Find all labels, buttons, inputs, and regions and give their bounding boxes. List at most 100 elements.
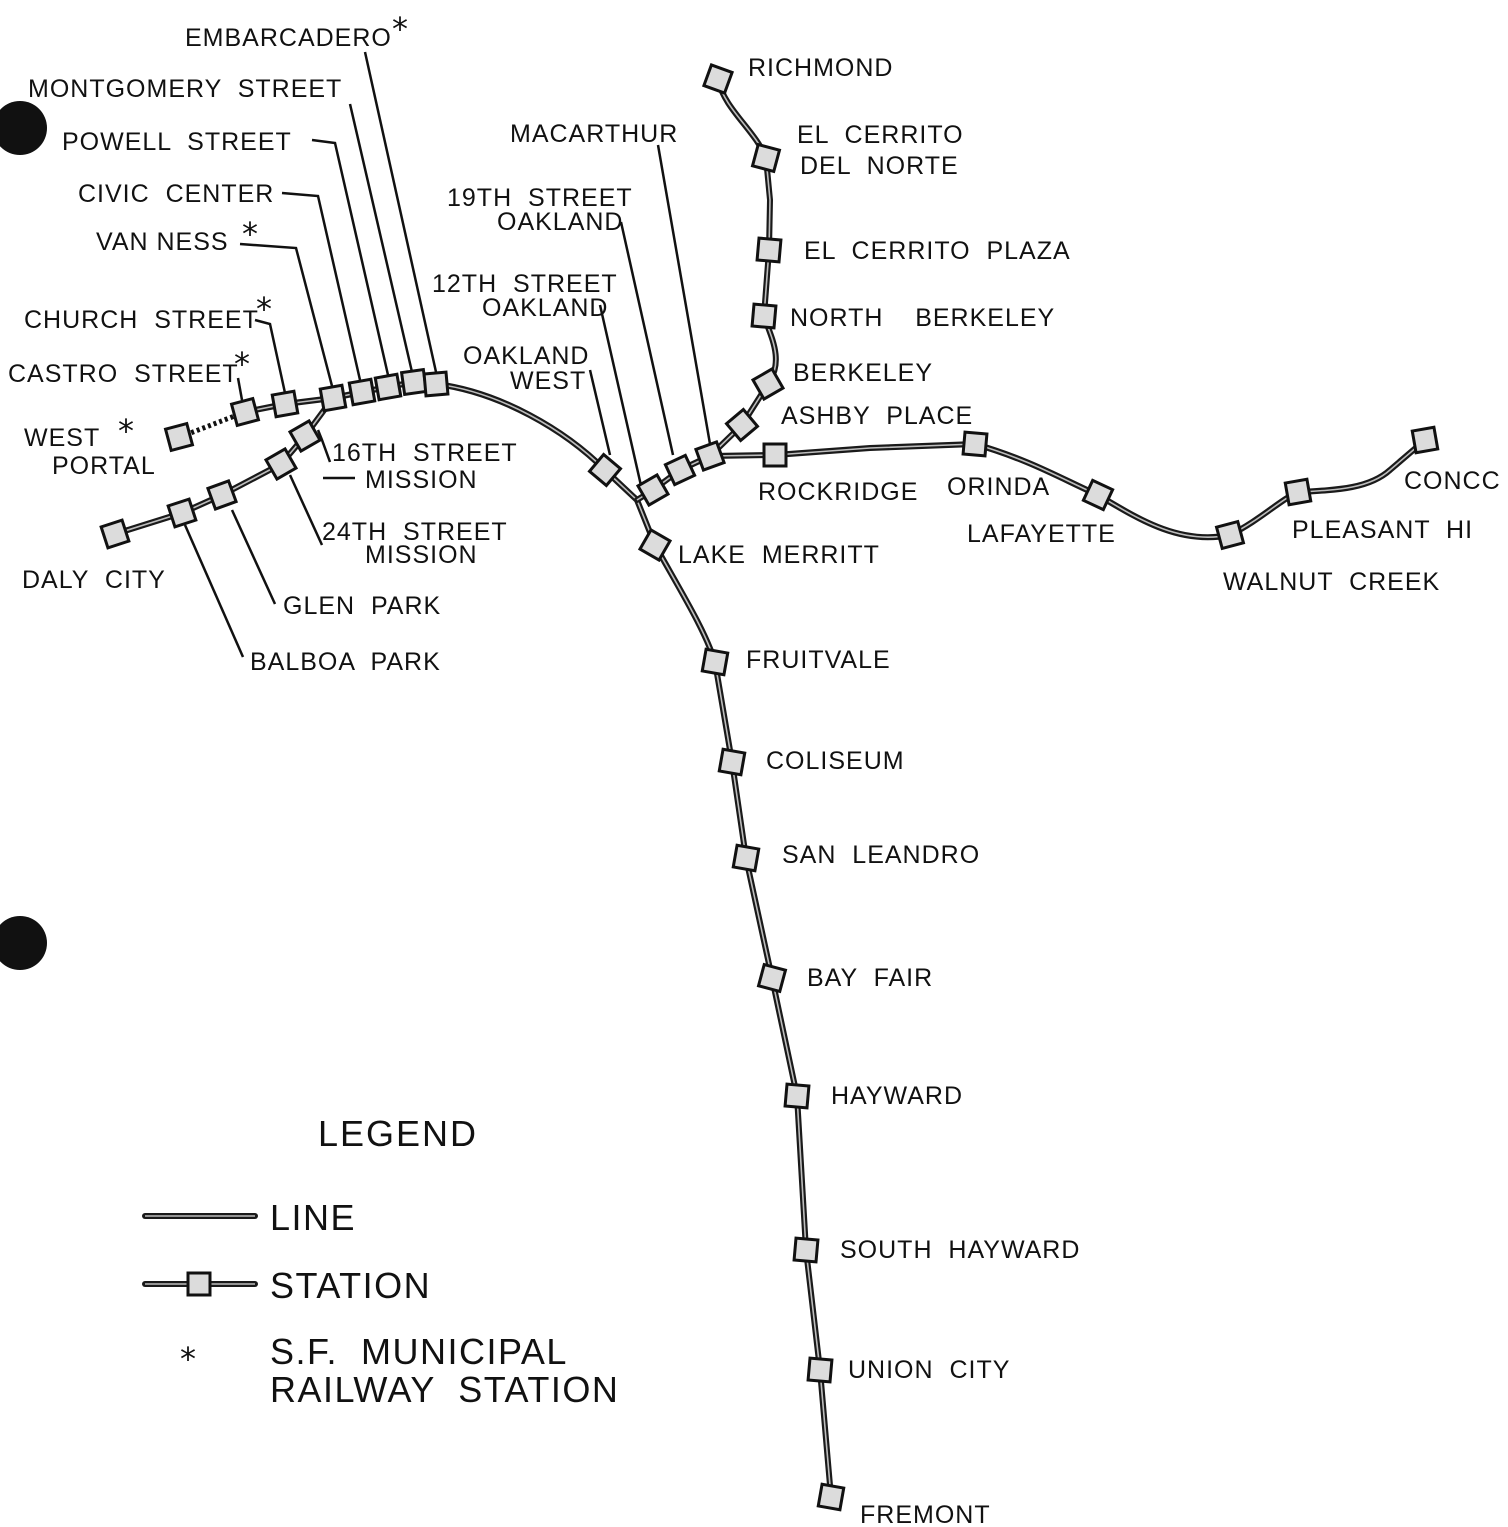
label-16th-street-1: 16TH STREET	[332, 439, 518, 467]
station-glen-park[interactable]	[205, 478, 239, 512]
station-pleasant-hill[interactable]	[1283, 477, 1313, 507]
station-church[interactable]	[270, 389, 300, 419]
station-el-cerrito-del-norte[interactable]	[750, 142, 782, 174]
station-san-leandro[interactable]	[731, 843, 761, 873]
station-lake-merritt[interactable]	[637, 527, 673, 563]
station-powell[interactable]	[373, 372, 403, 402]
label-fruitvale: FRUITVALE	[746, 646, 891, 674]
label-north-berkeley: NORTH BERKELEY	[790, 304, 1055, 332]
label-lake-merritt: LAKE MERRITT	[678, 541, 880, 569]
label-oakland-west-1: OAKLAND	[463, 342, 589, 370]
station-macarthur[interactable]	[693, 439, 727, 473]
label-pleasant-hill: PLEASANT HI	[1292, 516, 1473, 544]
muni-marker-castro: *	[234, 345, 250, 383]
label-castro: CASTRO STREET	[8, 360, 239, 388]
label-montgomery: MONTGOMERY STREET	[28, 75, 342, 103]
legend: LEGEND LINE STATION * S.F. MUNICIPAL RAI…	[142, 1113, 619, 1410]
label-berkeley: BERKELEY	[793, 359, 933, 387]
label-richmond: RICHMOND	[748, 54, 894, 82]
station-oakland-west[interactable]	[587, 452, 623, 488]
station-hayward[interactable]	[783, 1082, 811, 1110]
label-powell: POWELL STREET	[62, 128, 292, 156]
station-walnut-creek[interactable]	[1214, 519, 1246, 551]
label-12th-street-2: OAKLAND	[482, 294, 608, 322]
label-union-city: UNION CITY	[848, 1356, 1010, 1384]
station-richmond[interactable]	[701, 62, 735, 96]
legend-muni-symbol: *	[180, 1340, 196, 1378]
label-west-portal-2: PORTAL	[52, 452, 156, 480]
station-civic-center[interactable]	[347, 377, 377, 407]
station-lafayette[interactable]	[1081, 478, 1115, 512]
station-berkeley[interactable]	[750, 366, 786, 402]
label-el-cerrito-del-norte-1: EL CERRITO	[797, 121, 964, 149]
label-embarcadero: EMBARCADERO	[185, 24, 392, 52]
station-union-city[interactable]	[806, 1356, 834, 1384]
label-12th-street-1: 12TH STREET	[432, 270, 618, 298]
muni-marker-van-ness: *	[242, 215, 258, 253]
punch-hole-bottom	[0, 916, 47, 970]
label-hayward: HAYWARD	[831, 1082, 963, 1110]
label-fremont: FREMONT	[860, 1501, 991, 1527]
station-fruitvale[interactable]	[700, 647, 730, 677]
label-west-portal-1: WEST	[24, 424, 100, 452]
legend-title: LEGEND	[318, 1113, 478, 1154]
station-16th-street[interactable]	[287, 418, 323, 454]
station-el-cerrito-plaza[interactable]	[755, 236, 783, 264]
station-fremont[interactable]	[816, 1482, 846, 1512]
label-16th-street-2: MISSION	[365, 466, 478, 494]
station-19th-street[interactable]	[663, 453, 697, 487]
leader-lines	[183, 51, 712, 658]
label-concord: CONCC	[1404, 467, 1501, 495]
label-glen-park: GLEN PARK	[283, 592, 441, 620]
label-bay-fair: BAY FAIR	[807, 964, 933, 992]
label-el-cerrito-del-norte-2: DEL NORTE	[800, 152, 959, 180]
label-19th-street-1: 19TH STREET	[447, 184, 633, 212]
station-24th-street[interactable]	[263, 446, 299, 482]
muni-marker-embarcadero: *	[392, 10, 408, 48]
label-south-hayward: SOUTH HAYWARD	[840, 1236, 1080, 1264]
station-castro[interactable]	[229, 396, 261, 428]
station-coliseum[interactable]	[717, 747, 747, 777]
legend-station-sample	[142, 1271, 258, 1297]
label-civic-center: CIVIC CENTER	[78, 180, 274, 208]
station-van-ness[interactable]	[318, 383, 348, 413]
station-daly-city[interactable]	[99, 518, 131, 550]
label-24th-street-2: MISSION	[365, 541, 478, 569]
station-labels: EMBARCADERO * MONTGOMERY STREET POWELL S…	[8, 10, 1501, 1527]
label-oakland-west-2: WEST	[510, 367, 586, 395]
legend-muni-label-1: S.F. MUNICIPAL	[270, 1331, 568, 1372]
label-ashby: ASHBY PLACE	[781, 402, 973, 430]
punch-hole-top	[0, 101, 47, 155]
station-west-portal[interactable]	[163, 421, 195, 453]
label-19th-street-2: OAKLAND	[497, 208, 623, 236]
station-orinda[interactable]	[961, 430, 989, 458]
station-12th-street[interactable]	[635, 472, 671, 508]
station-balboa-park[interactable]	[166, 497, 198, 529]
label-macarthur: MACARTHUR	[510, 120, 678, 148]
station-bay-fair[interactable]	[756, 962, 788, 994]
muni-marker-church: *	[256, 290, 272, 328]
label-daly-city: DALY CITY	[22, 566, 166, 594]
station-embarcadero[interactable]	[422, 370, 450, 398]
station-ashby[interactable]	[724, 407, 760, 443]
label-orinda: ORINDA	[947, 473, 1050, 501]
label-coliseum: COLISEUM	[766, 747, 905, 775]
station-concord[interactable]	[1410, 425, 1440, 455]
label-church: CHURCH STREET	[24, 306, 259, 334]
legend-station-label: STATION	[270, 1265, 431, 1306]
muni-marker-west-portal: *	[118, 412, 134, 450]
label-el-cerrito-plaza: EL CERRITO PLAZA	[804, 237, 1071, 265]
label-walnut-creek: WALNUT CREEK	[1223, 568, 1440, 596]
legend-line-label: LINE	[270, 1197, 356, 1238]
stations	[99, 62, 1440, 1512]
label-lafayette: LAFAYETTE	[967, 520, 1116, 548]
station-north-berkeley[interactable]	[750, 302, 778, 330]
station-rockridge[interactable]	[762, 442, 788, 468]
station-south-hayward[interactable]	[792, 1236, 820, 1264]
label-san-leandro: SAN LEANDRO	[782, 841, 980, 869]
label-van-ness: VAN NESS	[96, 228, 229, 256]
legend-muni-label-2: RAILWAY STATION	[270, 1369, 619, 1410]
label-rockridge: ROCKRIDGE	[758, 478, 918, 506]
label-balboa-park: BALBOA PARK	[250, 648, 441, 676]
